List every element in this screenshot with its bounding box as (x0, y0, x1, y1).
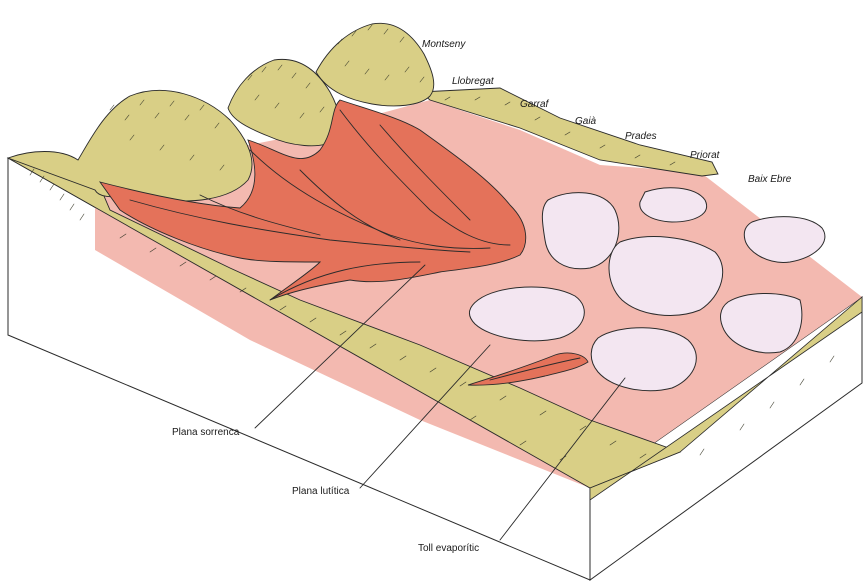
pond (720, 293, 803, 354)
region-label-gaia: Gaià (575, 116, 597, 127)
region-label-prades: Prades (625, 131, 657, 142)
region-label-priorat: Priorat (690, 150, 721, 161)
front-edge-strip (589, 296, 863, 501)
region-label-garraf: Garraf (520, 99, 550, 110)
pond (608, 236, 724, 316)
region-label-montseny: Montseny (422, 39, 466, 50)
pond (590, 327, 697, 392)
fan-channels (129, 109, 581, 381)
ridge-montseny (315, 22, 435, 107)
sand-plain-small-lobe (467, 352, 589, 386)
leader-lines (254, 264, 626, 541)
back-upland-band (418, 87, 719, 177)
callout-toll-evaporitic: Toll evaporític (418, 543, 479, 554)
pond (743, 216, 826, 263)
callout-plana-lutitica: Plana lutítica (292, 486, 350, 497)
sand-plain-main-fan (98, 99, 527, 301)
callout-plana-sorrenca: Plana sorrenca (172, 427, 240, 438)
region-label-llobregat: Llobregat (452, 76, 495, 87)
pond (541, 192, 620, 270)
pond (468, 286, 585, 342)
pond (639, 187, 708, 223)
vegetation-hatching (29, 24, 835, 461)
evaporite-ponds (468, 187, 826, 392)
region-label-baix-ebre: Baix Ebre (748, 174, 792, 185)
